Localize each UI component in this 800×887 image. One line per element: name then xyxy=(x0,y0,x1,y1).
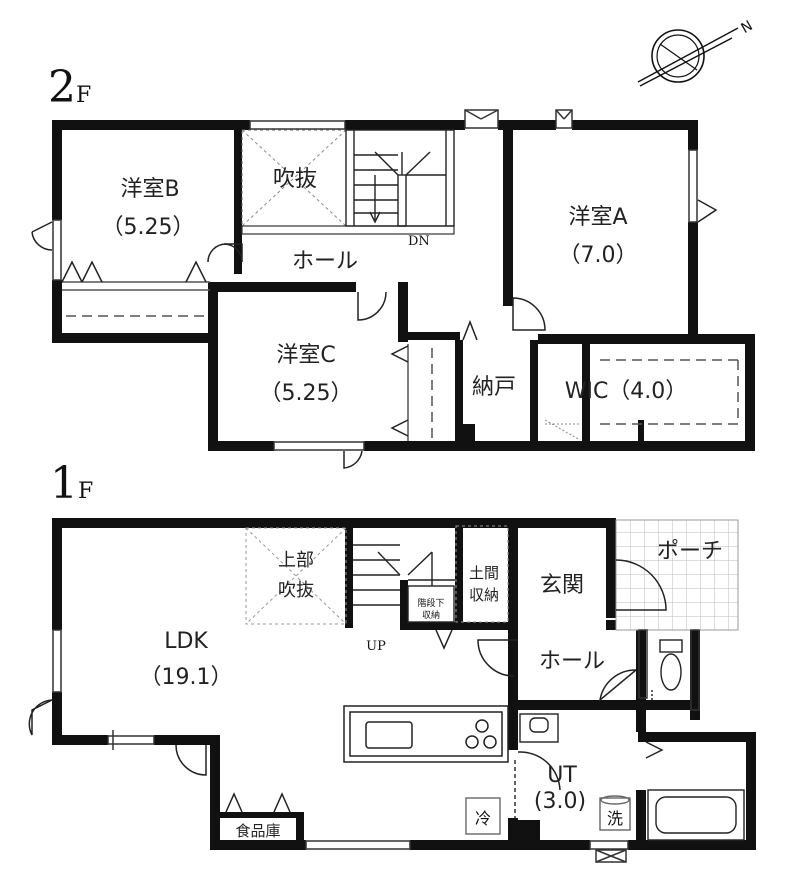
first-floor-windows xyxy=(52,525,700,863)
fridge-label: 冷 xyxy=(475,809,491,828)
hall-1f-name: ホール xyxy=(539,649,605,674)
first-floor-walls xyxy=(52,518,756,850)
floor-suffix-1: F xyxy=(78,479,93,504)
room-c-name: 洋室C xyxy=(276,343,335,368)
toilet-icon xyxy=(651,639,683,700)
first-floor-doors xyxy=(28,559,667,813)
doma-storage-line2: 収納 xyxy=(469,586,499,604)
under-stairs-line2: 収納 xyxy=(422,609,440,621)
first-floor-stairs xyxy=(353,544,455,623)
kitchen-counter xyxy=(343,705,509,763)
second-floor-walls xyxy=(52,120,755,451)
room-b-name: 洋室B xyxy=(120,177,179,202)
wic-name: WIC（4.0） xyxy=(565,379,688,404)
ut-fixtures xyxy=(465,713,745,841)
second-floor-windows xyxy=(52,109,698,451)
pantry-name: 食品庫 xyxy=(235,822,280,840)
hall-2f-name: ホール xyxy=(292,249,358,274)
fukinuke-2f-name: 吹抜 xyxy=(273,167,317,192)
floor-label-2f: 2 F xyxy=(48,62,91,113)
floor-suffix-2: F xyxy=(76,83,91,108)
second-floor-doors xyxy=(31,199,718,469)
nando-name: 納戸 xyxy=(472,375,516,400)
stair-dn-label: DN xyxy=(408,234,430,249)
floor-number-1: 1 xyxy=(50,458,78,509)
ldk-size: （19.1） xyxy=(140,665,233,690)
porch-floor xyxy=(615,519,739,631)
under-stairs-line1: 階段下 xyxy=(417,597,444,609)
north-label: N xyxy=(739,18,756,37)
room-a-name: 洋室A xyxy=(568,205,627,230)
north-arrow-icon: N xyxy=(637,18,756,87)
stair-up-label: UP xyxy=(366,639,386,654)
room-c-size: （5.25） xyxy=(260,381,353,406)
washer-label: 洗 xyxy=(607,809,623,828)
porch-name: ポーチ xyxy=(657,539,723,564)
upper-void-line2: 吹抜 xyxy=(278,580,314,601)
ut-name: UT xyxy=(547,763,577,788)
upper-void-line1: 上部 xyxy=(278,550,314,571)
doma-storage-line1: 土間 xyxy=(469,564,499,582)
floor-number-2: 2 xyxy=(48,62,76,113)
room-a-size: （7.0） xyxy=(559,243,638,268)
second-floor-stairs xyxy=(345,129,455,227)
second-floor-closets xyxy=(61,260,740,441)
first-floor-upper-void xyxy=(245,527,347,625)
room-b-size: （5.25） xyxy=(102,215,195,240)
ut-size: (3.0) xyxy=(534,789,586,814)
floor-label-1f: 1 F xyxy=(50,458,93,509)
genkan-name: 玄関 xyxy=(540,573,584,598)
ldk-name: LDK xyxy=(164,629,208,654)
